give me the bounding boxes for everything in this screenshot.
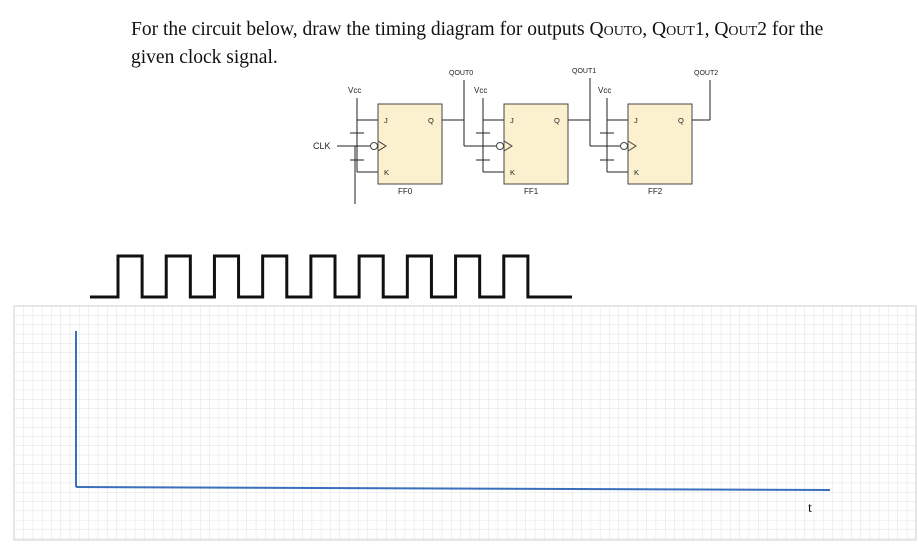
- ff0-q-label: Q: [428, 116, 434, 125]
- jk-flipflop-chain: CLK Vcc J K Q FF0 QOUT0: [313, 68, 718, 204]
- timing-x-axis: [75, 486, 831, 491]
- ff0-j-label: J: [384, 116, 388, 125]
- vcc-label: Vcc: [348, 86, 361, 95]
- time-axis-label: t: [808, 501, 812, 516]
- clock-waveform: [90, 254, 572, 299]
- flipflop-ff0: Vcc J K Q FF0: [348, 86, 464, 196]
- ff1-k-label: K: [510, 168, 515, 177]
- ff2-name: FF2: [648, 187, 663, 196]
- question-text: For the circuit below, draw the timing d…: [131, 19, 824, 68]
- clk-label: CLK: [313, 141, 331, 151]
- output-label-q2: Qout2: [714, 19, 767, 40]
- qout1-label: QOUT1: [572, 68, 596, 75]
- ff2-q-label: Q: [678, 116, 684, 125]
- ff2-k-label: K: [634, 168, 639, 177]
- qout2-label: QOUT2: [694, 70, 718, 77]
- qout1-wire: QOUT1: [572, 68, 624, 147]
- vcc-label: Vcc: [474, 86, 487, 95]
- output-label-q1: Qout1: [651, 19, 705, 40]
- output-label-q0: Qouto: [589, 19, 643, 40]
- flipflop-ff2: Vcc J K Q FF2 QOUT2: [598, 70, 718, 196]
- ff0-name: FF0: [398, 187, 413, 196]
- ff0-k-label: K: [384, 168, 389, 177]
- ff1-name: FF1: [524, 187, 539, 196]
- timing-grid: [13, 305, 917, 541]
- vcc-label: Vcc: [598, 86, 611, 95]
- ff2-j-label: J: [634, 116, 638, 125]
- qout0-label: QOUT0: [449, 70, 473, 77]
- flipflop-ff1: Vcc J K Q FF1: [474, 86, 590, 196]
- ff1-q-label: Q: [554, 116, 560, 125]
- ff1-j-label: J: [510, 116, 514, 125]
- qout0-wire: QOUT0: [449, 70, 500, 147]
